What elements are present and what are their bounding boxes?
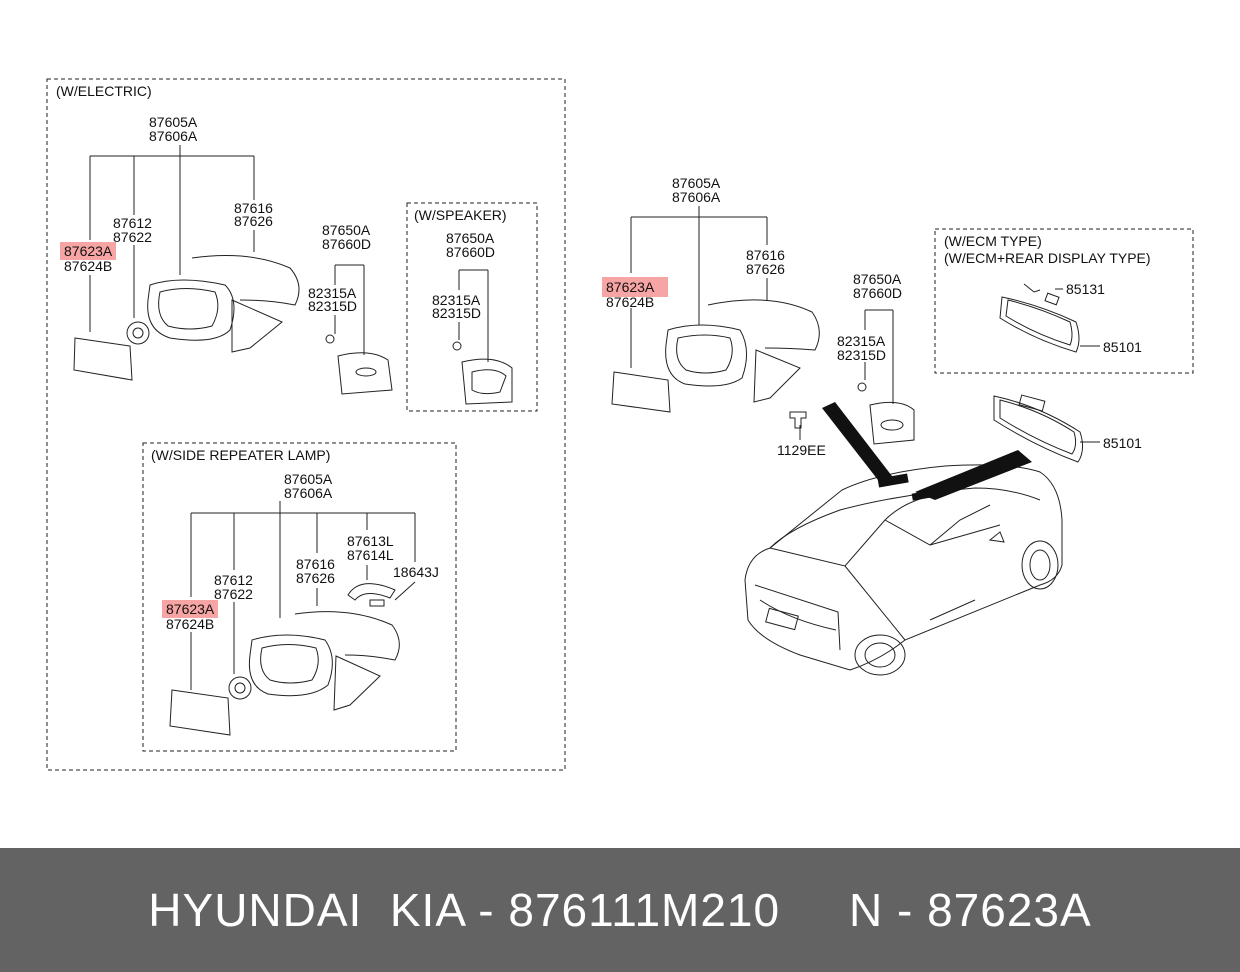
part-label: 87660D [446, 244, 496, 260]
part-label: 85101 [1103, 435, 1142, 451]
part-label: 87614L [347, 547, 394, 563]
highlight-87623A: 87623A [162, 600, 219, 618]
repeater-connector-icon [369, 599, 385, 607]
box-speaker [406, 202, 538, 412]
part-label: 85101 [1103, 339, 1142, 355]
mirror-cover-icon [337, 352, 393, 395]
part-label: 87624B [606, 294, 655, 310]
part-label: 87605A [284, 471, 333, 487]
part-label: 87605A [149, 114, 198, 130]
part-label: 87606A [149, 128, 198, 144]
part-label: 82315D [432, 305, 482, 321]
part-label: 87624B [166, 616, 215, 632]
part-label: 87606A [284, 485, 333, 501]
part-label: 87605A [672, 175, 721, 191]
leaders-electric [89, 145, 365, 355]
main-mirror-housing-icon [665, 299, 820, 403]
pointer-arrow [915, 450, 1032, 500]
part-label: 82315D [837, 347, 887, 363]
section-title-ecm-rear: (W/ECM+REAR DISPLAY TYPE) [944, 250, 1151, 266]
repeater-lamp-icon [347, 583, 396, 601]
clip-icon [325, 334, 335, 344]
ecm-mirror-icon [999, 296, 1080, 353]
part-label: 87622 [113, 229, 152, 245]
part-label: 87650A [322, 222, 371, 238]
repeater-actuator-icon [228, 676, 252, 700]
part-label: 87613L [347, 533, 394, 549]
part-label: 87612 [113, 215, 152, 231]
mirror-glass-icon [73, 337, 133, 381]
box-electric [46, 78, 566, 771]
part-label: 87616 [746, 247, 785, 263]
speaker-clip-icon [452, 341, 462, 351]
box-repeater [142, 442, 457, 752]
part-label: 87626 [296, 570, 335, 586]
main-mirror-cover-icon [869, 401, 915, 445]
ecm-sensor-icon [1044, 292, 1060, 306]
leaders-speaker [458, 269, 489, 362]
part-label-highlighted: 87623A [162, 600, 219, 618]
part-label: 1129EE [777, 442, 826, 458]
main-clip-icon [857, 382, 867, 392]
mirror-housing-icon [147, 255, 300, 353]
part-label: 87626 [234, 213, 273, 229]
highlight-87623A: 87623A [60, 242, 117, 260]
part-label: 87624B [64, 258, 113, 274]
part-label: 18643J [393, 564, 439, 580]
repeater-housing-icon [248, 611, 400, 711]
part-label: 82315A [308, 285, 357, 301]
speaker-cover-icon [461, 358, 513, 405]
main-mirror-glass-icon [611, 371, 671, 413]
part-label: 87650A [446, 230, 495, 246]
car-icon [744, 464, 1063, 676]
part-label: 87660D [853, 285, 903, 301]
section-title-ecm: (W/ECM TYPE) [944, 233, 1042, 249]
footer-part-number: HYUNDAI KIA - 876111M210 N - 87623A [148, 884, 1092, 936]
pointer-arrow [822, 402, 895, 480]
repeater-glass-icon [169, 689, 231, 736]
part-label-highlighted: 87623A [60, 242, 117, 260]
leaders-main [630, 206, 1100, 443]
section-title-speaker: (W/SPEAKER) [414, 207, 507, 223]
part-label: 82315A [432, 292, 481, 308]
section-title-repeater: (W/SIDE REPEATER LAMP) [151, 447, 330, 463]
parts-diagram: (W/ELECTRIC) (W/SPEAKER) (W/SIDE REPEATE… [46, 78, 1194, 771]
part-label: 87650A [853, 271, 902, 287]
box-ecm [934, 228, 1194, 374]
part-label: 87622 [214, 586, 253, 602]
part-label: 82315A [837, 333, 886, 349]
part-label-highlighted: 87623A [602, 277, 669, 297]
part-label: 87660D [322, 236, 372, 252]
bolt-icon [789, 411, 807, 429]
part-label: 87616 [296, 556, 335, 572]
part-label: 87616 [234, 200, 273, 216]
part-label: 87606A [672, 189, 721, 205]
highlight-87623A: 87623A [602, 277, 669, 297]
part-label: 87626 [746, 261, 785, 277]
part-label: 85131 [1066, 281, 1105, 297]
actuator-icon [126, 321, 150, 345]
footer-banner: HYUNDAI KIA - 876111M210 N - 87623A [0, 848, 1240, 972]
part-label: 82315D [308, 298, 358, 314]
part-label: 87612 [214, 572, 253, 588]
section-title-electric: (W/ELECTRIC) [56, 83, 152, 99]
leaders-repeater [190, 501, 416, 690]
